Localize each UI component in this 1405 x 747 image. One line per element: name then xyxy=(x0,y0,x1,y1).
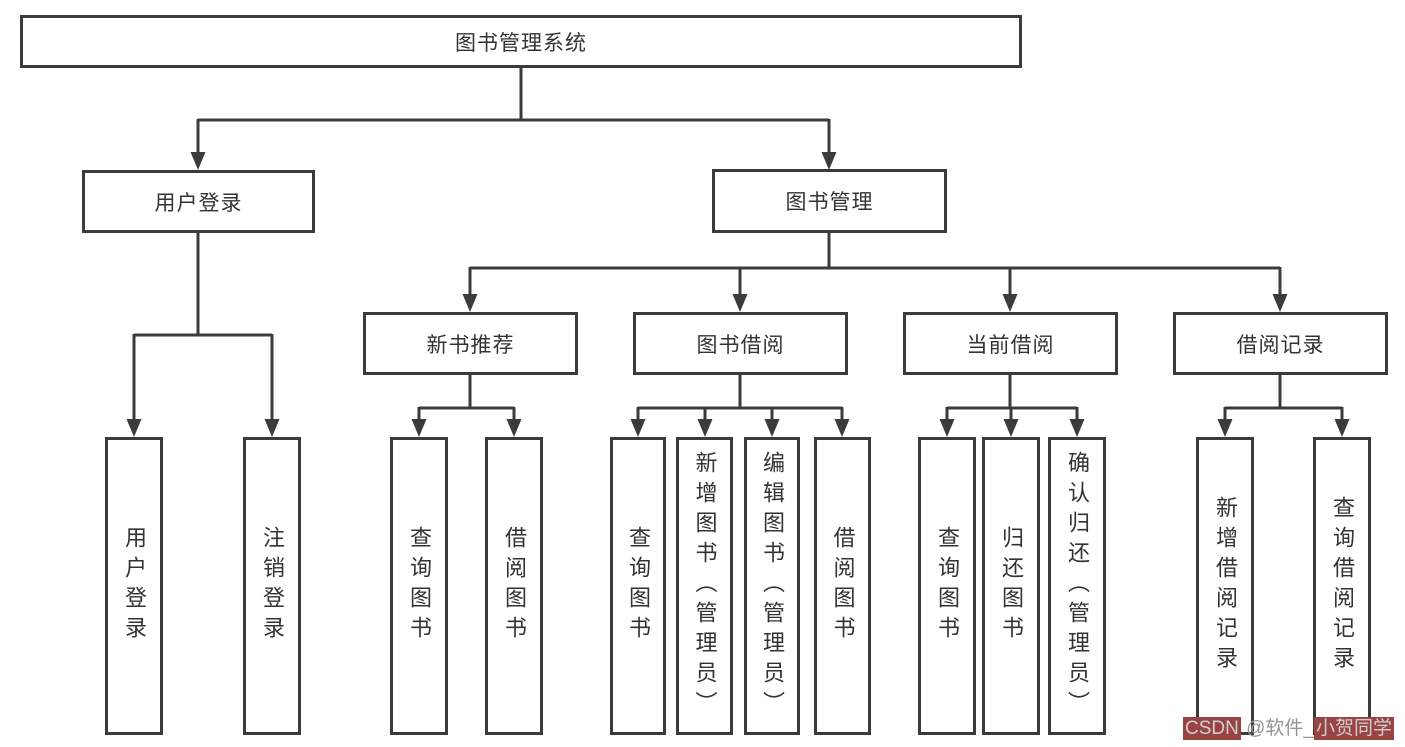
watermark-brand: CSDN xyxy=(1183,717,1241,740)
leaf-query-books: 查询图书 xyxy=(390,437,448,735)
leaf-label: 查询图书 xyxy=(935,526,960,646)
leaf-label: 查询图书 xyxy=(407,526,432,646)
node-library-management-system: 图书管理系统 xyxy=(20,15,1022,68)
leaf-user-login: 用户登录 xyxy=(105,437,163,735)
leaf-label: 注销登录 xyxy=(260,526,285,646)
leaf-edit-books-admin: 编辑图书（管理员） xyxy=(744,437,800,735)
node-user-login: 用户登录 xyxy=(82,170,315,233)
node-book-management: 图书管理 xyxy=(712,169,947,233)
node-label: 图书管理 xyxy=(785,191,874,214)
node-label: 用户登录 xyxy=(154,191,243,215)
leaf-add-borrow-record: 新增借阅记录 xyxy=(1196,437,1254,735)
watermark-author: 小贺同学 xyxy=(1313,717,1394,740)
leaf-logout: 注销登录 xyxy=(243,437,301,735)
leaf-confirm-return-admin: 确认归还（管理员） xyxy=(1048,437,1106,735)
leaf-add-books-admin: 新增图书（管理员） xyxy=(676,437,733,735)
leaf-borrow-books: 借阅图书 xyxy=(814,437,871,735)
leaf-label: 借阅图书 xyxy=(502,526,527,646)
leaf-query-borrow-record: 查询借阅记录 xyxy=(1313,437,1371,735)
leaf-label: 借阅图书 xyxy=(830,526,856,646)
leaf-label: 新增图书（管理员） xyxy=(692,451,718,721)
leaf-label: 确认归还（管理员） xyxy=(1065,451,1090,721)
node-label: 新书推荐 xyxy=(426,333,515,357)
node-book-borrowing: 图书借阅 xyxy=(633,312,848,375)
leaf-label: 用户登录 xyxy=(122,526,147,646)
leaf-label: 查询图书 xyxy=(626,526,651,646)
leaf-label: 归还图书 xyxy=(999,526,1024,646)
node-current-borrowing: 当前借阅 xyxy=(903,312,1118,375)
csdn-watermark: CSDN @软件_小贺同学 xyxy=(1183,716,1394,742)
node-label: 图书管理系统 xyxy=(455,31,587,55)
leaf-return-books: 归还图书 xyxy=(982,437,1040,735)
leaf-label: 新增借阅记录 xyxy=(1213,496,1238,676)
watermark-handle: @软件_ xyxy=(1240,718,1314,739)
leaf-borrow-books: 借阅图书 xyxy=(485,437,543,735)
leaf-query-books: 查询图书 xyxy=(610,437,666,735)
leaf-query-books: 查询图书 xyxy=(918,437,976,735)
node-label: 借阅记录 xyxy=(1236,333,1325,357)
node-label: 当前借阅 xyxy=(966,333,1055,357)
leaf-label: 编辑图书（管理员） xyxy=(760,451,785,721)
node-borrowing-records: 借阅记录 xyxy=(1173,312,1388,375)
arrowheads xyxy=(126,152,1350,437)
node-label: 图书借阅 xyxy=(696,333,785,357)
leaf-label: 查询借阅记录 xyxy=(1330,496,1355,676)
node-new-book-recommendation: 新书推荐 xyxy=(363,312,578,375)
